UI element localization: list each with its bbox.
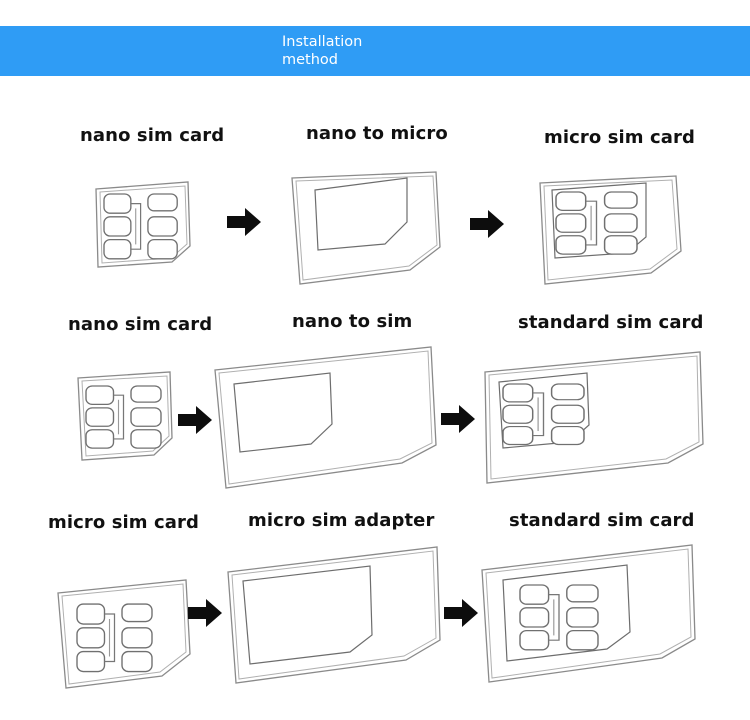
arrow-right-icon: [178, 406, 212, 434]
arrow-right-icon: [444, 599, 478, 627]
header-banner: Installation method: [0, 26, 750, 76]
row1-label-micro-sim: micro sim card: [544, 127, 695, 148]
page-title: Installation method: [282, 34, 363, 68]
row3-label-micro-sim: micro sim card: [48, 512, 199, 533]
micro-sim-card-icon: [539, 175, 682, 285]
nano-sim-card-icon: [77, 371, 173, 461]
arrow-right-icon: [441, 405, 475, 433]
row2-label-nano-sim: nano sim card: [68, 314, 213, 335]
nano-sim-card-icon: [95, 181, 191, 268]
standard-sim-card-icon: [481, 544, 696, 683]
arrow-right-icon: [188, 599, 222, 627]
micro-sim-card-icon: [57, 579, 191, 689]
micro-sim-adapter-icon: [227, 546, 441, 684]
row3-label-standard-sim: standard sim card: [509, 510, 695, 531]
nano-to-sim-adapter-icon: [214, 346, 437, 489]
row1-label-nano-sim: nano sim card: [80, 125, 225, 146]
nano-to-micro-adapter-icon: [291, 171, 441, 285]
row2-label-standard-sim: standard sim card: [518, 312, 704, 333]
standard-sim-card-icon: [484, 351, 704, 484]
arrow-right-icon: [470, 210, 504, 238]
row2-label-nano-to-sim: nano to sim: [292, 311, 413, 332]
arrow-right-icon: [227, 208, 261, 236]
row3-label-micro-sim-adapter: micro sim adapter: [248, 510, 435, 531]
row1-label-nano-to-micro: nano to micro: [306, 123, 448, 144]
